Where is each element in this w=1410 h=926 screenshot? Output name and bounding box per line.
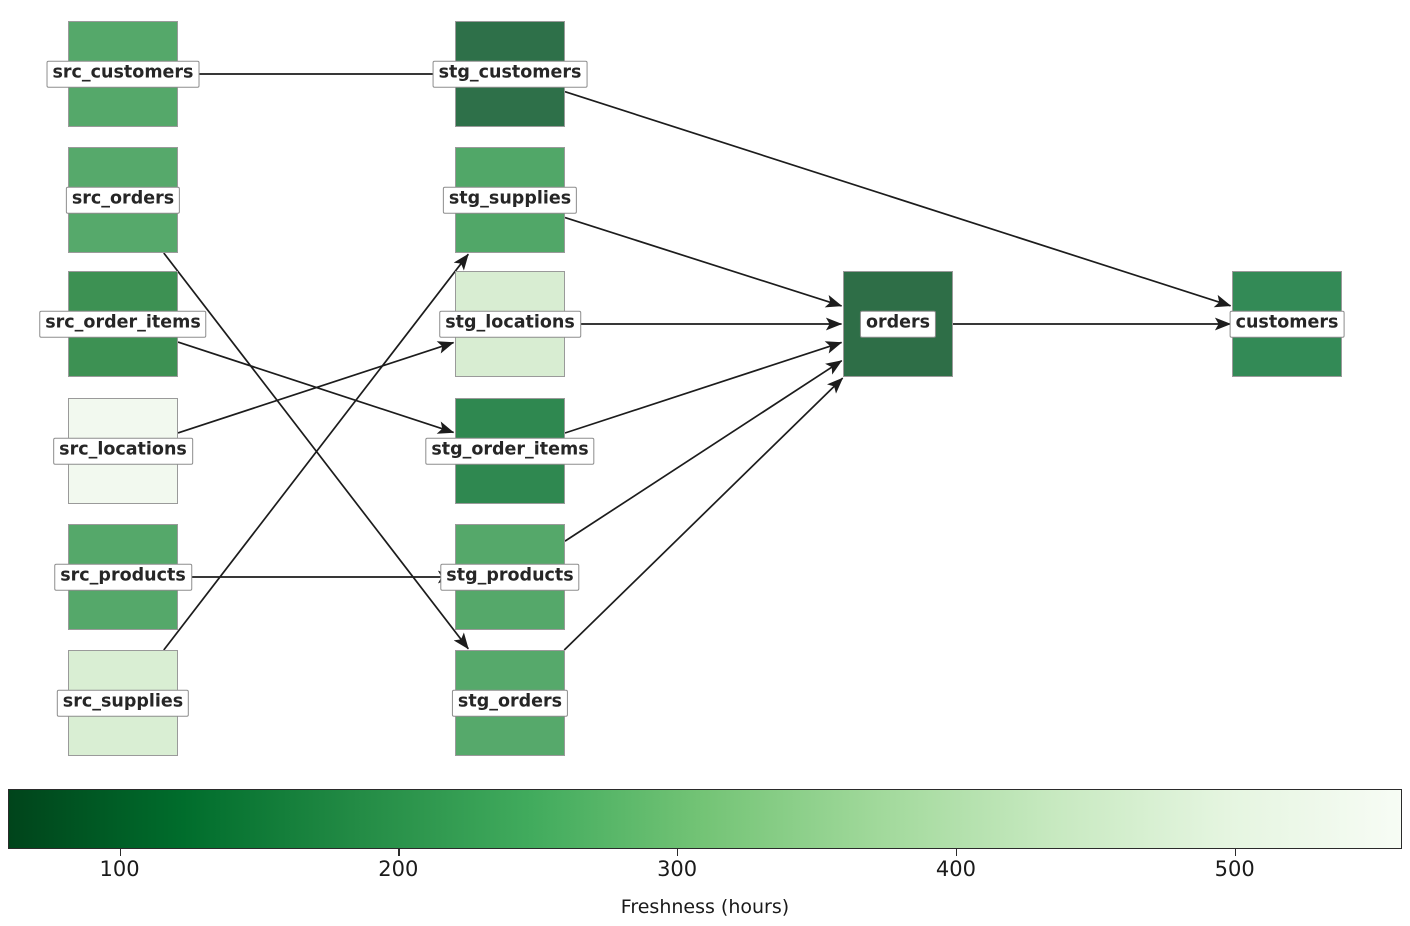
dag-node-label-src_locations: src_locations	[53, 437, 193, 465]
dag-node-label-stg_locations: stg_locations	[439, 310, 581, 338]
dag-edge-src_order_items-to-stg_order_items	[177, 341, 455, 434]
colorbar-tick-label: 500	[1214, 857, 1255, 881]
dag-edge-stg_products-to-orders	[564, 359, 843, 542]
colorbar-tick-label: 100	[99, 857, 140, 881]
dag-node-label-orders: orders	[859, 310, 937, 338]
dag-edge-stg_supplies-to-orders	[564, 216, 843, 308]
dag-node-label-src_orders: src_orders	[65, 186, 181, 214]
colorbar-axis-label: Freshness (hours)	[620, 896, 790, 918]
edge-layer	[163, 73, 1232, 651]
colorbar-tick-layer: 100 200 300 400 500	[8, 849, 1402, 919]
dag-node-label-stg_supplies: stg_supplies	[442, 186, 578, 214]
dag-node-label-src_supplies: src_supplies	[56, 689, 190, 717]
colorbar-tick-label: 400	[935, 857, 976, 881]
dag-edge-src_orders-to-stg_orders	[163, 252, 469, 650]
dag-node-label-stg_order_items: stg_order_items	[425, 437, 595, 465]
dag-edge-src_locations-to-stg_locations	[177, 341, 455, 434]
dag-node-label-stg_products: stg_products	[440, 563, 580, 591]
dag-edge-src_supplies-to-stg_supplies	[163, 253, 469, 651]
colorbar-gradient	[8, 789, 1402, 849]
dag-node-label-customers: customers	[1229, 310, 1345, 338]
dag-node-label-src_products: src_products	[54, 563, 192, 591]
colorbar-tick-mark	[119, 849, 121, 856]
colorbar-tick-mark	[955, 849, 958, 856]
dag-node-label-src_customers: src_customers	[46, 60, 200, 88]
colorbar-tick-mark	[677, 849, 679, 856]
dag-edge-stg_orders-to-orders	[563, 377, 844, 651]
colorbar: 100 200 300 400 500 Freshness (hours)	[0, 778, 1410, 926]
dag-node-label-stg_customers: stg_customers	[432, 60, 588, 88]
dag-node-label-stg_orders: stg_orders	[451, 689, 569, 717]
colorbar-tick-mark	[398, 849, 400, 856]
colorbar-tick-label: 300	[657, 857, 698, 881]
colorbar-tick-mark	[1234, 849, 1236, 856]
dag-edge-stg_order_items-to-orders	[564, 341, 843, 434]
dag-node-label-src_order_items: src_order_items	[39, 310, 207, 338]
colorbar-tick-label: 200	[378, 857, 419, 881]
